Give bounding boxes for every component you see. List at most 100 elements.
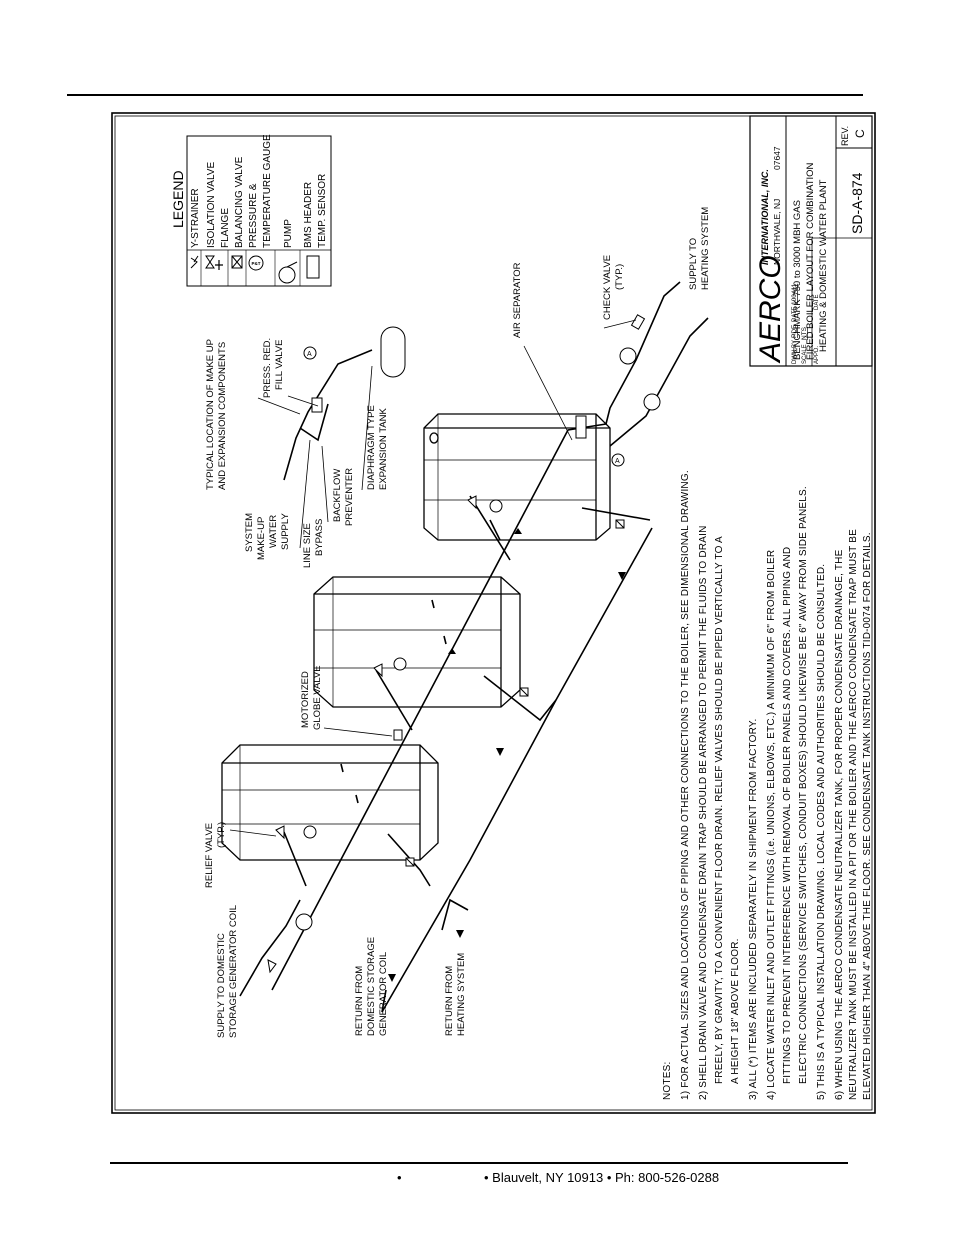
boiler-left bbox=[221, 744, 439, 861]
appd-date-label: DATE bbox=[814, 294, 820, 310]
note-line-11: NEUTRALIZER TANK MUST BE INSTALLED IN A … bbox=[848, 529, 859, 1100]
label-air-separator: AIR SEPARATOR bbox=[512, 262, 523, 338]
legend-item-balancing-valve: BALANCING VALVE bbox=[234, 156, 245, 248]
label-return-domestic-1: RETURN FROM bbox=[354, 966, 365, 1036]
footer-bullet: • bbox=[397, 1170, 402, 1185]
flow-arrow-icon bbox=[618, 572, 626, 580]
return-header bbox=[381, 527, 653, 1013]
return-heating-pipe bbox=[441, 898, 469, 931]
label-motorized-1: MOTORIZED bbox=[300, 671, 311, 728]
legend: P&T LEGEND Y-STRAINER ISOLATION VALVE FL… bbox=[170, 134, 332, 287]
legend-box bbox=[186, 135, 332, 287]
label-system-makeup-4: SUPPLY bbox=[280, 513, 291, 550]
pump-icon bbox=[295, 913, 313, 931]
title-line-2: FIRED BOILER LAYOUT FOR COMBINATION bbox=[805, 162, 816, 360]
note-line-7: FITTINGS TO PREVENT INTERFERENCE WITH RE… bbox=[782, 547, 793, 1084]
label-motorized-2: GLOBE VALVE bbox=[312, 665, 323, 730]
pump-icon bbox=[643, 393, 661, 411]
marker-a-label: A bbox=[615, 458, 620, 465]
header-rule bbox=[67, 94, 863, 96]
label-line-size-2: BYPASS bbox=[314, 519, 325, 556]
expansion-tank-icon bbox=[380, 326, 406, 378]
marker-a-circle bbox=[303, 346, 317, 360]
boiler-middle bbox=[313, 576, 521, 708]
label-system-makeup-2: MAKE-UP bbox=[256, 517, 267, 560]
label-system-makeup-3: WATER bbox=[268, 515, 279, 548]
appd-label: APPD. bbox=[814, 346, 820, 364]
balancing-valve-icon bbox=[405, 857, 415, 867]
isolation-valve-icon bbox=[205, 255, 215, 269]
leader-lines bbox=[229, 319, 637, 837]
notes: NOTES: 1) FOR ACTUAL SIZES AND LOCATIONS… bbox=[662, 470, 873, 1100]
note-line-3: FREELY, BY GRAVITY, TO A CONVENIENT FLOO… bbox=[714, 536, 725, 1084]
pressure-temperature-gauge-icon bbox=[248, 255, 264, 271]
date-label: DATE bbox=[792, 306, 798, 322]
note-line-10: 6) WHEN USING THE AERCO CONDENSATE NEUTR… bbox=[834, 549, 845, 1100]
rev-value: C bbox=[853, 129, 867, 138]
label-relief-valve-1: RELIEF VALVE bbox=[204, 823, 215, 888]
note-line-12: ELEVATED HIGHER THAN 4" ABOVE THE FLOOR.… bbox=[862, 532, 873, 1100]
pressure-gauge-icon bbox=[303, 825, 317, 839]
label-return-domestic-3: GENERATOR COIL bbox=[378, 952, 389, 1036]
label-makeup-location-2: AND EXPANSION COMPONENTS bbox=[217, 342, 228, 490]
label-supply-domestic-1: SUPPLY TO DOMESTIC bbox=[216, 933, 227, 1038]
marker-a-circle bbox=[611, 453, 625, 467]
note-line-4: A HEIGHT 18" ABOVE FLOOR. bbox=[730, 938, 741, 1084]
label-return-heating-2: HEATING SYSTEM bbox=[456, 953, 467, 1036]
balancing-valve-icon bbox=[615, 519, 625, 529]
company-subtitle: INTERNATIONAL, INC. bbox=[760, 169, 770, 265]
legend-pt-symbol: P&T bbox=[252, 261, 261, 266]
legend-item-temp-sensor: TEMP. SENSOR bbox=[317, 174, 328, 248]
balancing-valve-icon bbox=[231, 255, 243, 269]
label-return-domestic-2: DOMESTIC STORAGE bbox=[366, 937, 377, 1036]
relief-valve-icon bbox=[373, 663, 383, 678]
label-press-red-2: FILL VALVE bbox=[274, 339, 285, 390]
label-diaphragm-2: EXPANSION TANK bbox=[378, 408, 389, 490]
label-makeup-location-1: TYPICAL LOCATION OF MAKE UP bbox=[205, 339, 216, 490]
drawing-border-outer bbox=[111, 112, 876, 1114]
label-press-red-1: PRESS. RED. bbox=[262, 338, 273, 398]
flow-arrow-icon bbox=[496, 748, 504, 756]
flow-arrow-icon bbox=[456, 930, 464, 938]
drawing-border-inner bbox=[114, 115, 873, 1111]
note-line-5: 3) ALL (*) ITEMS ARE INCLUDED SEPARATELY… bbox=[748, 719, 759, 1100]
title-block: AERCO INTERNATIONAL, INC. NORTHVALE, NJ … bbox=[749, 115, 873, 367]
label-supply-heating-2: HEATING SYSTEM bbox=[700, 207, 711, 290]
label-check-valve-2: (TYP.) bbox=[614, 264, 625, 290]
rev-label: REV. bbox=[840, 126, 850, 146]
piping bbox=[239, 281, 709, 1013]
relief-valve-icon bbox=[467, 495, 477, 510]
note-line-2: 2) SHELL DRAIN VALVE AND CONDENSATE DRAI… bbox=[698, 525, 709, 1100]
note-line-1: 1) FOR ACTUAL SIZES AND LOCATIONS OF PIP… bbox=[680, 470, 691, 1100]
notes-heading: NOTES: bbox=[662, 1062, 673, 1100]
supply-header bbox=[271, 423, 607, 991]
scale-value: NTS bbox=[801, 326, 808, 340]
label-supply-domestic-2: STORAGE GENERATOR COIL bbox=[228, 905, 239, 1038]
y-strainer-icon bbox=[190, 255, 199, 269]
label-system-makeup-1: SYSTEM bbox=[244, 513, 255, 552]
pressure-gauge-icon bbox=[393, 657, 407, 671]
label-backflow-1: BACKFLOW bbox=[332, 469, 343, 522]
label-supply-heating-1: SUPPLY TO bbox=[688, 238, 699, 290]
boiler-right bbox=[423, 413, 611, 541]
legend-item-flange: FLANGE bbox=[220, 208, 231, 248]
legend-item-pressure: PRESSURE & bbox=[248, 183, 259, 248]
label-line-size-1: LINE SIZE bbox=[302, 523, 313, 568]
backflow-preventer-icon bbox=[311, 397, 323, 413]
pump-icon bbox=[619, 347, 637, 365]
footer-rule bbox=[110, 1162, 848, 1164]
company-logo: AERCO bbox=[754, 255, 787, 364]
note-line-8: ELECTRIC CONNECTIONS (SERVICE SWITCHES, … bbox=[798, 486, 809, 1084]
flange-icon bbox=[215, 260, 223, 270]
drawn-by-label: DWN.BY bbox=[792, 340, 798, 364]
air-separator-icon bbox=[575, 415, 587, 439]
flow-arrow-icon bbox=[448, 648, 456, 654]
legend-item-y-strainer: Y-STRAINER bbox=[190, 188, 201, 248]
title-line-3: HEATING & DOMESTIC WATER PLANT bbox=[818, 179, 829, 352]
legend-item-bms-header: BMS HEADER bbox=[303, 182, 314, 248]
flow-arrow-icon bbox=[514, 528, 522, 534]
label-backflow-2: PREVENTER bbox=[344, 468, 355, 526]
balancing-valve-icon bbox=[519, 687, 529, 697]
legend-item-pump: PUMP bbox=[283, 219, 294, 248]
domestic-supply-pipe bbox=[239, 899, 301, 997]
